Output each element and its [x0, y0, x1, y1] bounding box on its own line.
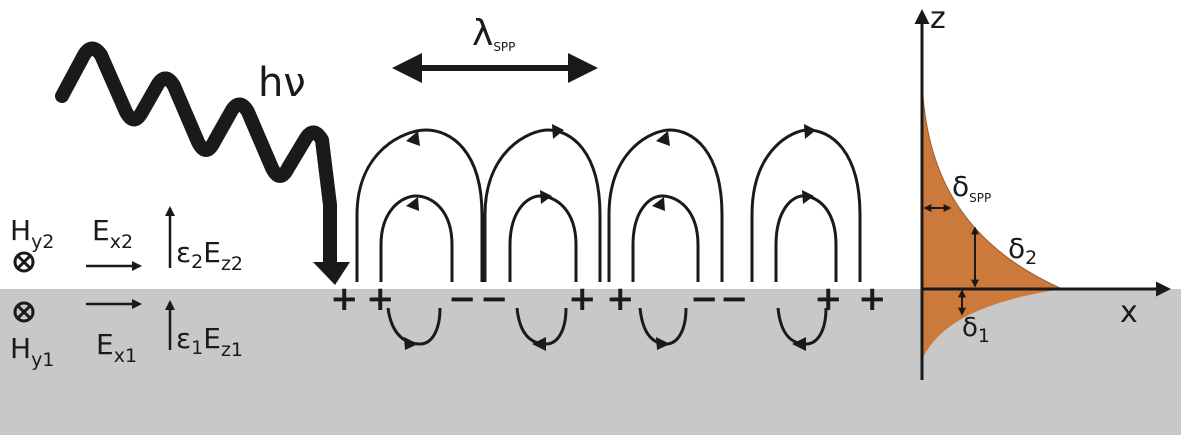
charge-plus: + [814, 279, 843, 319]
delta-2-label: δ2 [1008, 232, 1037, 269]
field-arrowhead [804, 124, 816, 139]
photon-arrow-head [313, 262, 350, 285]
charge-plus: + [606, 279, 635, 319]
metal-substrate [0, 289, 1181, 435]
field-arrowhead [532, 337, 546, 351]
field-arrowhead [404, 337, 418, 350]
field-arrowhead [802, 190, 814, 204]
field-arrowhead [656, 131, 670, 146]
charge-minus: − [690, 279, 719, 319]
z-axis-label: z [930, 1, 946, 36]
lower-field-labels: Hy1 Ex1 ε1Ez1 [10, 299, 243, 371]
field-loop-outer [750, 128, 862, 282]
field-loop-inner [508, 194, 578, 282]
field-loop-outer [355, 128, 484, 282]
charge-plus: + [330, 279, 359, 319]
h-upper-label: Hy2 [10, 214, 54, 253]
field-arrowhead [652, 197, 665, 211]
charge-minus: − [448, 279, 477, 319]
h-lower-label: Hy1 [10, 332, 54, 371]
charge-plus: + [858, 279, 887, 319]
field-loop-inner [774, 194, 838, 282]
photon-wave [55, 41, 337, 269]
field-arrowheads [404, 124, 816, 351]
field-loop-outer [483, 128, 602, 282]
photon-label: hν [258, 60, 306, 106]
surface-charges: + + − − + + − − + + [330, 279, 887, 319]
charge-plus: + [568, 279, 597, 319]
delta-1-label: δ1 [962, 313, 990, 347]
x-axis-label: x [1120, 295, 1138, 330]
charge-plus: + [366, 279, 395, 319]
charge-minus: − [480, 279, 509, 319]
circled-times-icon [13, 301, 35, 323]
eps-ez-lower-label: ε1Ez1 [176, 322, 243, 361]
field-arrowhead [406, 197, 419, 211]
field-arrowhead [656, 337, 670, 350]
field-loop-inner [631, 194, 700, 282]
field-loop-outer [607, 128, 724, 282]
eps-ez-upper-label: ε2Ez2 [176, 236, 243, 275]
upper-field-labels: Hy2 Ex2 ε2Ez2 [10, 206, 243, 275]
field-arrowhead [406, 131, 420, 146]
ex-lower-label: Ex1 [96, 328, 137, 367]
field-arrowhead [552, 124, 564, 139]
field-arrowhead [792, 337, 806, 351]
decay-curve-upper [921, 79, 1063, 290]
wavelength-label: λSPP [472, 13, 515, 54]
delta-spp-label: δSPP [952, 170, 991, 205]
field-arrowhead [540, 190, 552, 204]
field-loop-lower [386, 307, 442, 346]
charge-minus: − [720, 279, 749, 319]
field-loop-inner [379, 194, 454, 282]
circled-times-icon [13, 251, 35, 273]
ex-upper-label: Ex2 [92, 214, 133, 253]
